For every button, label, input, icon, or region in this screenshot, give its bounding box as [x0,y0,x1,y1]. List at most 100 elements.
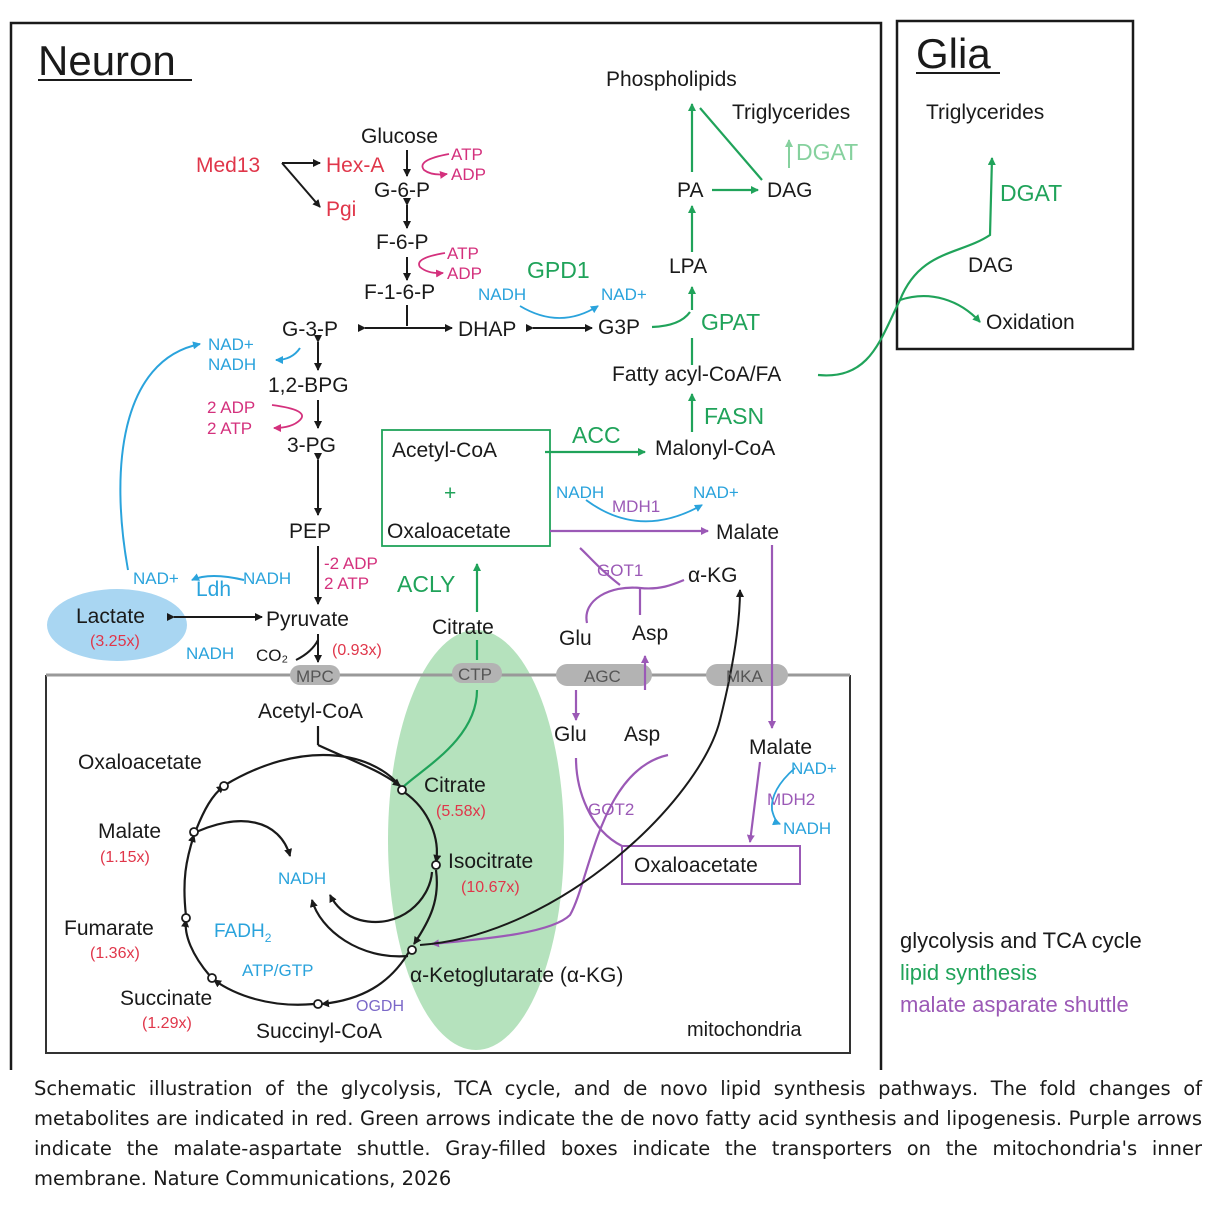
isocitrate-fold: (10.67x) [461,879,520,896]
akg-cyt-label: α-KG [688,564,737,587]
got2-label: GOT2 [588,800,634,819]
legend: glycolysis and TCA cycle lipid synthesis… [900,928,1142,1017]
med13-label: Med13 [196,154,260,177]
legend-glycolysis: glycolysis and TCA cycle [900,928,1142,953]
gpd1-label: GPD1 [527,257,590,283]
atp2-label: ATP [447,244,479,263]
pep-label: PEP [289,520,331,543]
ctp-label: CTP [458,665,492,684]
mitochondria-label: mitochondria [687,1019,802,1041]
tca-fadh-label: FADH2 [214,921,272,945]
nad-lactate-label: NAD+ [133,569,179,588]
mdh2-label: MDH2 [767,790,815,809]
glia-labels: Triglycerides DAG Oxidation [926,101,1075,334]
figure-caption: Schematic illustration of the glycolysis… [34,1077,1202,1190]
tca-nodes [181,781,441,1009]
fumarate-fold: (1.36x) [90,945,140,962]
malate-fold: (1.15x) [100,849,150,866]
transporter-ctp [452,663,502,683]
glia-title: Glia [916,30,991,77]
dag-label: DAG [767,179,813,202]
nadh-co2-label: NADH [186,644,234,663]
tca-cycle-arrows [181,726,442,1008]
ogdh-label: OGDH [356,998,404,1015]
glia-triglycerides-label: Triglycerides [926,101,1044,124]
nadh-mdh2-label: NADH [783,819,831,838]
oaa-mito-label: Oxaloacetate [634,854,758,877]
tca-nadh-label: NADH [278,869,326,888]
dgat-neuron-label: DGAT [796,139,858,165]
acetyl-oaa-box [381,429,551,547]
glia-dag-label: DAG [968,254,1014,277]
plus-label: + [444,482,456,505]
dhap-label: DHAP [458,318,516,341]
asp-cyt-label: Asp [632,622,668,645]
nadh-ldh-label: NADH [243,569,291,588]
tca-fold-labels: (5.58x) (10.67x) (1.29x) (1.36x) (1.15x) [90,803,520,1032]
adp2a-label: 2 ADP [207,398,255,417]
phospholipids-label: Phospholipids [606,68,737,91]
transporter-labels: MPC CTP AGC MKA [296,665,764,686]
asp-mito-label: Asp [624,723,660,746]
nad-mdh2-label: NAD+ [791,759,837,778]
mdh1-label: MDH1 [612,497,660,516]
pgi-label: Pgi [326,198,356,221]
nadh-mdh1-label: NADH [556,483,604,502]
gpat-label: GPAT [701,309,760,335]
shuttle-labels: Malate α-KG Glu Asp Glu Asp Malate Oxalo… [554,521,812,877]
transporter-agc [556,664,652,686]
nad-glyc-group: NAD+ NADH NAD+ Ldh NADH NADH [133,335,291,663]
nad-mdh1-label: NAD+ [693,483,739,502]
adp2-label: ADP [447,264,482,283]
pa-label: PA [677,179,703,202]
nad-gpd-label: NAD+ [601,285,647,304]
mka-label: MKA [726,667,764,686]
g3p-lipid-label: G3P [598,316,640,339]
atp-adp-arrows [271,153,450,432]
atp2b-label: 2 ATP [324,574,369,593]
lipid-enzyme-labels: DGAT GPD1 GPAT FASN ACC ACLY [397,139,858,597]
adp1-label: ADP [451,165,486,184]
tca-acetyl-label: Acetyl-CoA [258,700,363,723]
legend-shuttle: malate asparate shuttle [900,992,1129,1017]
citrate-fold: (5.58x) [436,803,486,820]
transporter-mka [706,664,788,686]
hexa-label: Hex-A [326,154,384,177]
glia-box [895,19,1135,351]
legend-lipid: lipid synthesis [900,960,1037,985]
gpd-nad-labels: NADH NAD+ [478,285,647,304]
g3p-glyc-label: G-3-P [282,318,338,341]
succinate-fold: (1.29x) [142,1015,192,1032]
fadh-subscript: 2 [265,931,272,945]
tca-oaa-label: Oxaloacetate [78,751,202,774]
ldh-label: Ldh [196,578,231,601]
oaa-box-label: Oxaloacetate [387,520,511,543]
acc-label: ACC [572,422,621,448]
tca-succinyl-label: Succinyl-CoA [256,1020,382,1043]
glia-dgat-label: DGAT [1000,180,1062,206]
glycolysis-group: Glucose G-6-P F-6-P F-1-6-P G-3-P DHAP 1… [76,125,516,631]
atp2a-label: 2 ATP [207,419,252,438]
tca-atp-gtp-label: ATP/GTP [242,961,313,980]
glu-cyt-label: Glu [559,627,592,650]
triglycerides-label: Triglycerides [732,101,850,124]
tca-malate-label: Malate [98,820,161,843]
tca-labels: Acetyl-CoA Oxaloacetate Citrate Isocitra… [64,700,623,1043]
oaa-mito-box [621,845,801,885]
agc-label: AGC [584,667,621,686]
pyruvate-label: Pyruvate [266,608,349,631]
g6p-label: G-6-P [374,179,430,202]
glu-mito-label: Glu [554,723,587,746]
nad-g3p-label: NAD+ [208,335,254,354]
med13-arrows [281,159,321,208]
malonyl-label: Malonyl-CoA [655,437,775,460]
lpa-label: LPA [669,255,707,278]
akg-export-arrow [419,589,744,946]
glia-oxidation-label: Oxidation [986,311,1075,334]
nadh-g3p-label: NADH [208,355,256,374]
lipid-labels: Phospholipids Triglycerides PA DAG LPA G… [387,68,850,639]
acetyl-box-label: Acetyl-CoA [392,439,497,462]
shuttle-enzyme-labels: NADH MDH1 NAD+ GOT1 GOT2 NAD+ MDH2 NADH [556,483,837,838]
atp-adp-group: ATP ADP ATP ADP 2 ADP 2 ATP -2 ADP 2 ATP [207,145,486,593]
fatty-acyl-label: Fatty acyl-CoA/FA [612,363,781,386]
